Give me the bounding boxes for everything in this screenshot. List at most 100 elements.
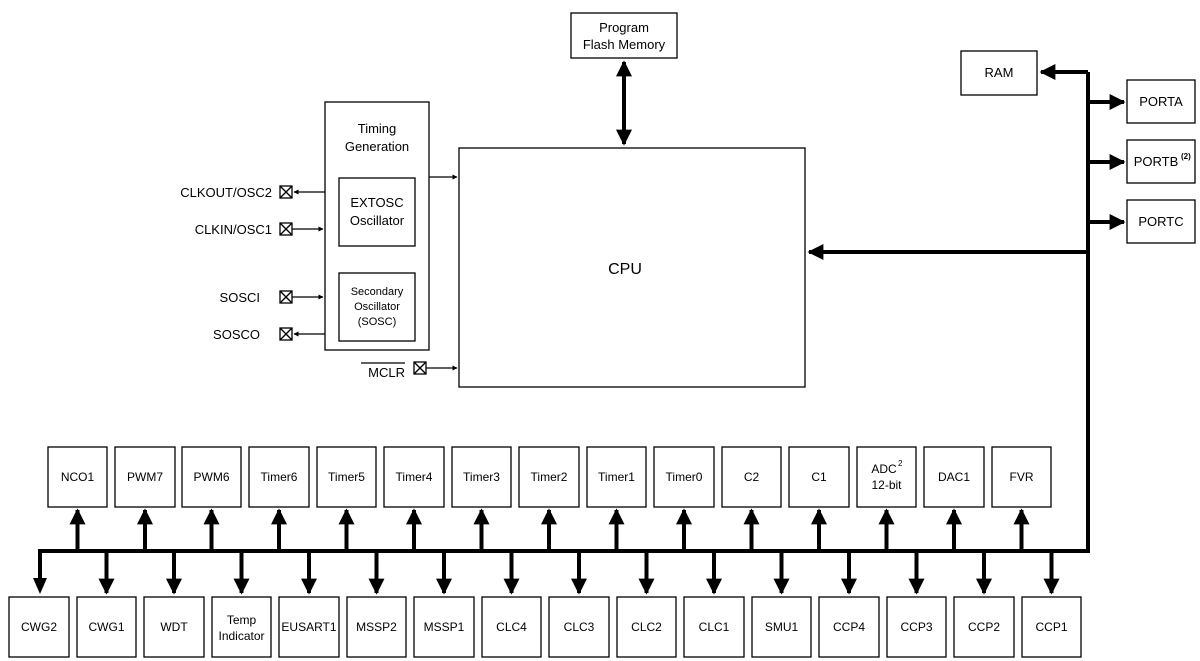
bottom-peripheral-row: CWG2 CWG1 WDT Temp Indicator EUSART1 MSS… — [8, 551, 1082, 658]
ram-block: RAM — [960, 50, 1038, 96]
smu1-label: SMU1 — [765, 620, 799, 634]
ccp2-label: CCP2 — [968, 620, 1000, 634]
pin-clkout: CLKOUT/OSC2 — [180, 185, 325, 200]
smu1-block: SMU1 — [751, 551, 812, 658]
wdt-block: WDT — [143, 551, 205, 658]
timer3-block: Timer3 — [451, 446, 512, 551]
mssp2-label: MSSP2 — [356, 620, 397, 634]
timer1-label: Timer1 — [598, 470, 635, 484]
timer6-label: Timer6 — [261, 470, 298, 484]
pwm6-block: PWM6 — [181, 446, 242, 551]
fvr-label: FVR — [1010, 470, 1034, 484]
wdt-label: WDT — [160, 620, 188, 634]
fvr-block: FVR — [991, 446, 1052, 551]
mssp1-label: MSSP1 — [424, 620, 465, 634]
ccp4-label: CCP4 — [833, 620, 865, 634]
timer4-block: Timer4 — [383, 446, 445, 551]
pin-mclr: MCLR — [361, 361, 458, 380]
pwm6-label: PWM6 — [194, 470, 230, 484]
timer0-block: Timer0 — [653, 446, 715, 551]
temp-label-line1: Temp — [227, 613, 257, 627]
porta-label: PORTA — [1139, 94, 1183, 109]
sosc-label-line3: (SOSC) — [358, 316, 397, 328]
timer0-label: Timer0 — [666, 470, 703, 484]
ccp1-block: CCP1 — [1021, 551, 1082, 658]
ccp1-label: CCP1 — [1035, 620, 1067, 634]
adc-label-line1: ADC — [871, 462, 897, 476]
cpu-block: CPU — [458, 147, 806, 388]
adc-note: 2 — [898, 459, 903, 468]
flash-label-line2: Flash Memory — [583, 37, 666, 52]
timer2-block: Timer2 — [518, 446, 580, 551]
top-peripheral-row: NCO1 PWM7 PWM6 Timer6 Timer5 Timer4 — [47, 446, 1052, 551]
timer3-label: Timer3 — [463, 470, 500, 484]
portb-note: (2) — [1181, 152, 1191, 161]
clc1-block: CLC1 — [683, 551, 745, 658]
porta-block: PORTA — [1126, 79, 1196, 124]
extosc-label-line1: EXTOSC — [350, 195, 403, 210]
clc4-label: CLC4 — [496, 620, 527, 634]
c1-block: C1 — [788, 446, 850, 551]
mssp1-block: MSSP1 — [413, 551, 475, 658]
timer5-label: Timer5 — [328, 470, 365, 484]
pin-clkin: CLKIN/OSC1 — [195, 222, 324, 237]
timing-title-line2: Generation — [345, 139, 409, 154]
flash-label-line1: Program — [599, 20, 649, 35]
ccp3-block: CCP3 — [886, 551, 947, 658]
program-flash-memory-block: Program Flash Memory — [570, 12, 678, 59]
portb-label: PORTB — [1134, 154, 1179, 169]
pin-clkin-label: CLKIN/OSC1 — [195, 222, 272, 237]
timer4-label: Timer4 — [396, 470, 433, 484]
c1-label: C1 — [811, 470, 827, 484]
timer1-block: Timer1 — [586, 446, 647, 551]
extosc-label-line2: Oscillator — [350, 213, 405, 228]
c2-block: C2 — [721, 446, 782, 551]
c2-label: C2 — [744, 470, 760, 484]
pin-sosci: SOSCI — [220, 290, 324, 305]
clc3-label: CLC3 — [564, 620, 595, 634]
nco1-block: NCO1 — [47, 446, 108, 551]
pwm7-label: PWM7 — [127, 470, 163, 484]
adc-label-line2: 12-bit — [871, 478, 902, 492]
temp-label-line2: Indicator — [218, 629, 264, 643]
pin-sosco-label: SOSCO — [213, 327, 260, 342]
cwg1-label: CWG1 — [89, 620, 125, 634]
ram-label: RAM — [985, 65, 1014, 80]
cwg2-label: CWG2 — [21, 620, 57, 634]
portb-block: PORTB (2) — [1126, 139, 1196, 184]
pin-sosci-label: SOSCI — [220, 290, 260, 305]
sosc-label-line2: Oscillator — [354, 301, 400, 313]
mssp2-block: MSSP2 — [346, 551, 407, 658]
ccp4-block: CCP4 — [818, 551, 880, 658]
portc-label: PORTC — [1138, 214, 1183, 229]
eusart1-label: EUSART1 — [281, 620, 336, 634]
timing-title-line1: Timing — [358, 121, 397, 136]
pwm7-block: PWM7 — [114, 446, 176, 551]
eusart1-block: EUSART1 — [278, 551, 340, 658]
cwg2-block: CWG2 — [8, 596, 70, 658]
dac1-label: DAC1 — [938, 470, 970, 484]
pin-sosco: SOSCO — [213, 327, 325, 342]
adc-block: ADC 2 12-bit — [856, 446, 917, 551]
pin-mclr-label: MCLR — [368, 365, 405, 380]
timer5-block: Timer5 — [316, 446, 377, 551]
clc2-label: CLC2 — [631, 620, 662, 634]
nco1-label: NCO1 — [61, 470, 95, 484]
secondary-oscillator-block: Secondary Oscillator (SOSC) — [338, 272, 416, 342]
ccp3-label: CCP3 — [900, 620, 932, 634]
system-bus — [33, 64, 1126, 594]
cwg1-block: CWG1 — [76, 551, 137, 658]
dac1-block: DAC1 — [923, 446, 985, 551]
cpu-label: CPU — [608, 261, 642, 278]
temp-indicator-block: Temp Indicator — [211, 551, 272, 658]
clc4-block: CLC4 — [481, 551, 542, 658]
extosc-oscillator-block: EXTOSC Oscillator — [338, 177, 416, 247]
timer2-label: Timer2 — [531, 470, 568, 484]
clc2-block: CLC2 — [616, 551, 677, 658]
sosc-label-line1: Secondary — [351, 286, 404, 298]
clc1-label: CLC1 — [699, 620, 730, 634]
pin-clkout-label: CLKOUT/OSC2 — [180, 185, 272, 200]
timer6-block: Timer6 — [248, 446, 310, 551]
ccp2-block: CCP2 — [953, 551, 1015, 658]
